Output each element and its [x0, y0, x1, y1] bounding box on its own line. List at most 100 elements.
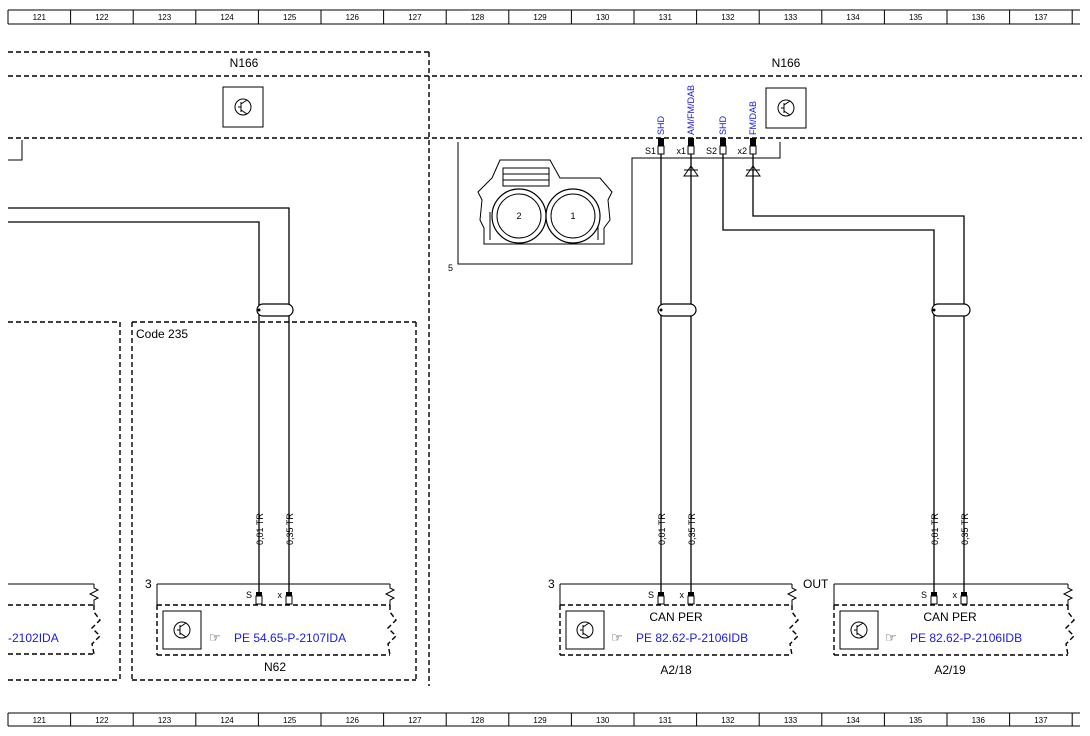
n62-ref-link[interactable]: PE 54.65-P-2107IDA	[234, 631, 346, 645]
left-bracket	[8, 140, 23, 161]
ruler-number: 136	[972, 13, 986, 22]
n62-module-icon[interactable]	[162, 610, 202, 650]
wire-pair-a218	[660, 154, 692, 592]
a219-module-icon[interactable]	[839, 610, 879, 650]
connector-outline	[457, 142, 781, 265]
n62-pin-s-label: S	[246, 590, 252, 600]
ruler-number: 133	[784, 13, 798, 22]
wire-pair-left	[8, 207, 290, 592]
shd-label-2: SHD	[718, 115, 728, 135]
n62-terminal-num: 3	[145, 577, 152, 591]
left-partial-component	[8, 583, 101, 655]
n62-pin-s[interactable]	[255, 592, 263, 605]
ruler-number: 135	[909, 716, 923, 725]
n166-right-title: N166	[772, 56, 801, 70]
ruler-number: 122	[95, 13, 109, 22]
code-235-frame	[131, 321, 417, 681]
n62-pin-x[interactable]	[285, 592, 293, 605]
socket-1	[545, 188, 601, 244]
ruler-number: 130	[596, 716, 610, 725]
pin-x1-label: x1	[676, 146, 686, 156]
n166-right-frame	[432, 75, 1082, 139]
ruler-number: 130	[596, 13, 610, 22]
ruler-number: 132	[721, 13, 735, 22]
ruler-number: 128	[471, 13, 485, 22]
a219-label: A2/19	[934, 663, 966, 677]
a219-pin-s[interactable]	[930, 592, 938, 605]
n62-component	[156, 583, 397, 656]
a218-terminal-num: 3	[548, 577, 555, 591]
a219-pin-x[interactable]	[960, 592, 968, 605]
a219-ref-link[interactable]: PE 82.62-P-2106IDB	[910, 631, 1022, 645]
ruler-number: 137	[1034, 716, 1048, 725]
a219-pin-x-label: x	[953, 590, 958, 600]
hand-pointer-icon: ☞	[611, 630, 623, 645]
hand-pointer-icon: ☞	[885, 630, 897, 645]
twist-marker-a218	[657, 303, 697, 317]
wire-label-035-c: 0,35 TR	[960, 513, 970, 545]
wire-label-001-b: 0,01 TR	[657, 513, 667, 545]
ruler-number: 121	[33, 716, 47, 725]
left-partial-frame	[8, 321, 121, 681]
amfmdab-label: AM/FM/DAB	[686, 85, 696, 135]
ruler-number: 125	[283, 716, 297, 725]
ruler-number: 129	[533, 716, 547, 725]
wire-pair-a219	[722, 154, 965, 592]
a218-label: A2/18	[660, 663, 692, 677]
ruler-number: 121	[33, 13, 47, 22]
ruler-number: 124	[220, 716, 234, 725]
n166-left-title: N166	[230, 56, 259, 70]
ruler-number: 126	[346, 13, 360, 22]
bottom-ruler	[8, 712, 1080, 727]
ruler-number: 131	[659, 13, 673, 22]
n62-label: N62	[264, 660, 286, 674]
a218-ref-link[interactable]: PE 82.62-P-2106IDB	[636, 631, 748, 645]
wire-label-001-c: 0,01 TR	[930, 513, 940, 545]
socket-1-label: 1	[570, 211, 575, 221]
pin-x1[interactable]	[687, 138, 695, 155]
fmdab-label: FM/DAB	[748, 101, 758, 135]
wire-label-001-a: 0,01 TR	[255, 513, 265, 545]
shd-label-1: SHD	[656, 115, 666, 135]
a218-component	[559, 583, 799, 656]
ruler-number: 136	[972, 716, 986, 725]
ruler-number: 123	[158, 716, 172, 725]
ruler-ticks	[7, 10, 1073, 726]
module-right-icon[interactable]	[765, 87, 807, 129]
twist-marker-a219	[931, 303, 971, 317]
left-partial-ref[interactable]: -2102IDA	[8, 631, 59, 645]
ruler-number: 124	[220, 13, 234, 22]
a218-pin-s[interactable]	[657, 592, 665, 605]
a218-module-icon[interactable]	[565, 610, 605, 650]
hand-pointer-icon: ☞	[209, 630, 221, 645]
wire-label-035-b: 0,35 TR	[687, 513, 697, 545]
pin-s1-label: S1	[645, 146, 656, 156]
ruler-number: 126	[346, 716, 360, 725]
a219-bus-label: CAN PER	[923, 610, 977, 624]
top-ruler	[8, 9, 1080, 25]
pin-x2[interactable]	[749, 138, 757, 155]
module-left-icon[interactable]	[222, 86, 264, 128]
ruler-number: 125	[283, 13, 297, 22]
a218-pin-x-label: x	[680, 590, 685, 600]
a219-component	[833, 583, 1075, 656]
a218-bus-label: CAN PER	[649, 610, 703, 624]
a219-pin-s-label: S	[921, 590, 927, 600]
pin-s2[interactable]	[719, 138, 727, 155]
ruler-number: 133	[784, 716, 798, 725]
a218-pin-x[interactable]	[687, 592, 695, 605]
ruler-number: 128	[471, 716, 485, 725]
ruler-number: 135	[909, 13, 923, 22]
ruler-number: 127	[408, 13, 422, 22]
n62-pin-x-label: x	[278, 590, 283, 600]
wire-label-035-a: 0,35 TR	[285, 513, 295, 545]
ruler-number: 122	[95, 716, 109, 725]
pin-s1[interactable]	[657, 138, 665, 155]
ruler-number: 137	[1034, 13, 1048, 22]
ruler-number: 132	[721, 716, 735, 725]
out-label: OUT	[803, 577, 829, 591]
ruler-number: 129	[533, 13, 547, 22]
